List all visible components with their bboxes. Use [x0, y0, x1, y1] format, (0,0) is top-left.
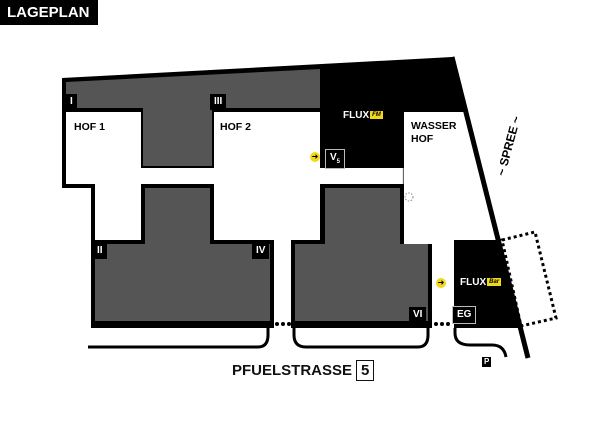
map-title: LAGEPLAN	[0, 0, 98, 25]
entrance-arrow-icon: ➜	[310, 152, 320, 162]
v5-sub: 5	[336, 159, 341, 165]
building-label-iii[interactable]: III	[210, 94, 227, 110]
passage-dots	[275, 322, 450, 326]
courtyard-label-hof2: HOF 2	[220, 121, 251, 133]
street-curbs	[88, 328, 508, 358]
building-block-2-4	[95, 188, 270, 321]
building-label-iv[interactable]: IV	[252, 243, 270, 259]
courtyard-label-wasserhof-2: HOF	[411, 133, 434, 145]
house-number: 5	[356, 360, 375, 381]
riverbank-line	[449, 56, 531, 359]
building-label-eg[interactable]: EG	[452, 306, 477, 324]
entrance-arrow-icon: ➜	[436, 278, 446, 288]
courtyard-label-wasserhof-1: WASSER	[411, 120, 457, 132]
parking-icon: P	[482, 357, 492, 367]
building-label-vi[interactable]: VI	[409, 307, 427, 323]
street-name: PFUELSTRASSE	[232, 362, 353, 379]
building-block-5-6	[295, 188, 428, 321]
flux-fm-tag: FM	[370, 111, 383, 120]
building-block-top	[66, 69, 320, 166]
courtyard-hof1-hof2	[66, 112, 403, 330]
courtyard-label-hof1: HOF 1	[74, 121, 105, 133]
building-label-ii[interactable]: II	[93, 243, 107, 259]
courtyard-wasserhof	[404, 112, 499, 330]
building-label-v5[interactable]: V5	[325, 149, 346, 169]
marker-circle-icon	[404, 192, 414, 202]
flux-fm-name: FLUX	[343, 110, 370, 121]
flux-bar-tag: Bar	[487, 278, 502, 287]
v5-main: V	[330, 152, 337, 163]
flux-bar-name: FLUX	[460, 277, 487, 288]
building-label-i[interactable]: I	[66, 94, 77, 110]
terrace-outline	[500, 230, 558, 328]
